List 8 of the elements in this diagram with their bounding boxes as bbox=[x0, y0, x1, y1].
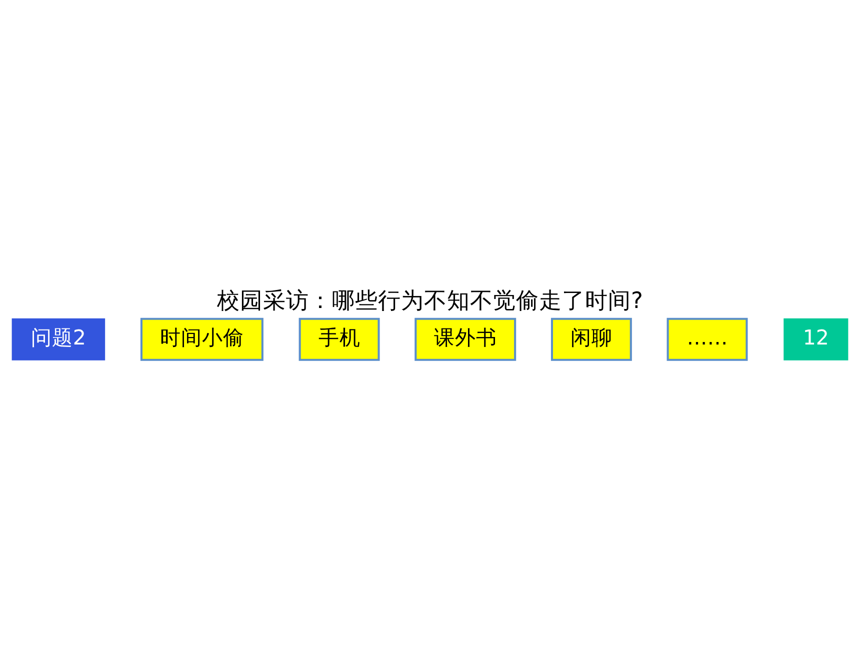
node-box: 课外书 bbox=[414, 317, 516, 360]
node-box: 闲聊 bbox=[550, 317, 632, 360]
node-box: 手机 bbox=[298, 317, 380, 360]
node-box: 时间小偷 bbox=[140, 317, 264, 360]
node-box: 12 bbox=[784, 318, 848, 360]
node-box: …… bbox=[666, 317, 748, 360]
diagram-title: 校园采访：哪些行为不知不觉偷走了时间? bbox=[217, 288, 643, 314]
node-box: 问题2 bbox=[12, 318, 106, 360]
